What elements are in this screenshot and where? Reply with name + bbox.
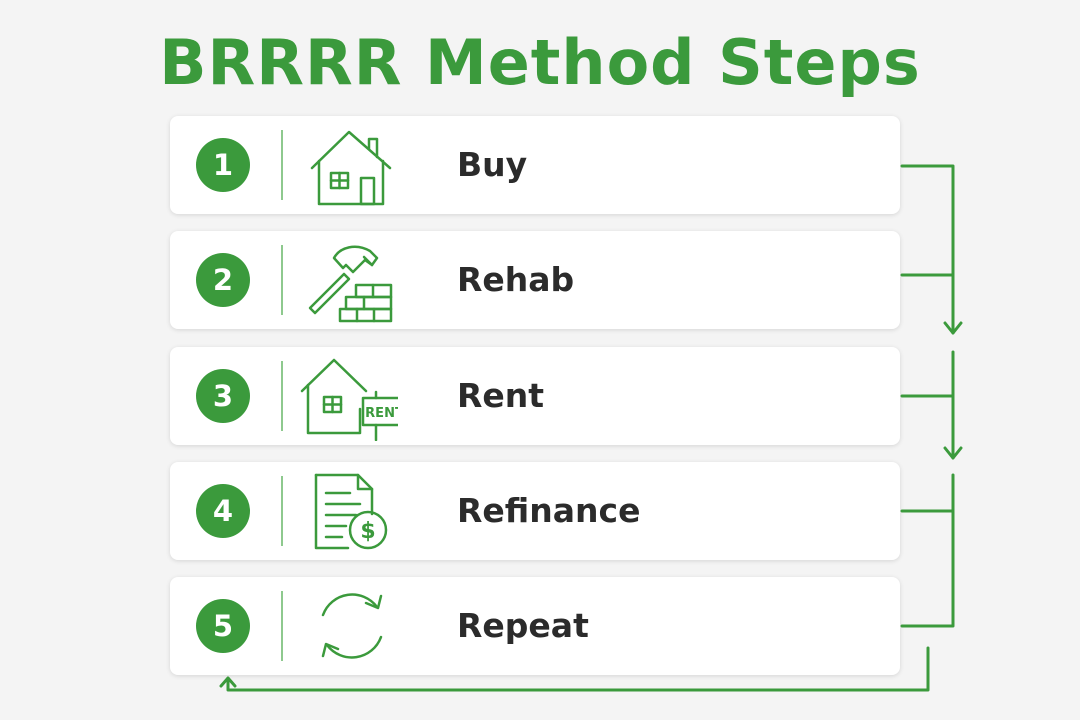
dollar-symbol: $: [360, 519, 375, 544]
divider: [281, 476, 283, 546]
step-number: 1: [196, 138, 250, 192]
step-label: Refinance: [457, 491, 641, 530]
connector-refinance-to-repeat: [900, 473, 955, 628]
step-card-refinance: 4 $ Refinance: [170, 462, 900, 560]
divider: [281, 591, 283, 661]
arrow-up-icon: [219, 676, 237, 688]
rent-sign-text: RENT: [365, 406, 398, 421]
repeat-arrows-icon: [321, 593, 383, 659]
step-card-rehab: 2 Rehab: [170, 231, 900, 329]
divider: [281, 361, 283, 431]
step-number: 2: [196, 253, 250, 307]
connector-loop-back: [219, 646, 930, 692]
step-card-repeat: 5 Repeat: [170, 577, 900, 675]
step-card-rent: 3 RENT Rent: [170, 347, 900, 445]
step-number: 4: [196, 484, 250, 538]
hammer-bricks-icon: [308, 245, 393, 323]
arrow-down-icon: [943, 321, 963, 335]
connector-buy-rehab-to-rent: [900, 164, 963, 335]
house-icon: [310, 130, 392, 206]
step-label: Rehab: [457, 260, 575, 299]
step-number: 3: [196, 369, 250, 423]
step-label: Rent: [457, 376, 545, 415]
connector-rent-to-refinance: [900, 350, 963, 460]
divider: [281, 245, 283, 315]
step-label: Repeat: [457, 606, 589, 645]
step-number: 5: [196, 599, 250, 653]
step-label: Buy: [457, 145, 528, 184]
document-dollar-icon: $: [314, 473, 388, 550]
divider: [281, 130, 283, 200]
step-card-buy: 1 Buy: [170, 116, 900, 214]
page-title: BRRRR Method Steps: [159, 26, 921, 99]
arrow-down-icon: [943, 446, 963, 460]
house-rent-sign-icon: RENT: [300, 358, 398, 441]
